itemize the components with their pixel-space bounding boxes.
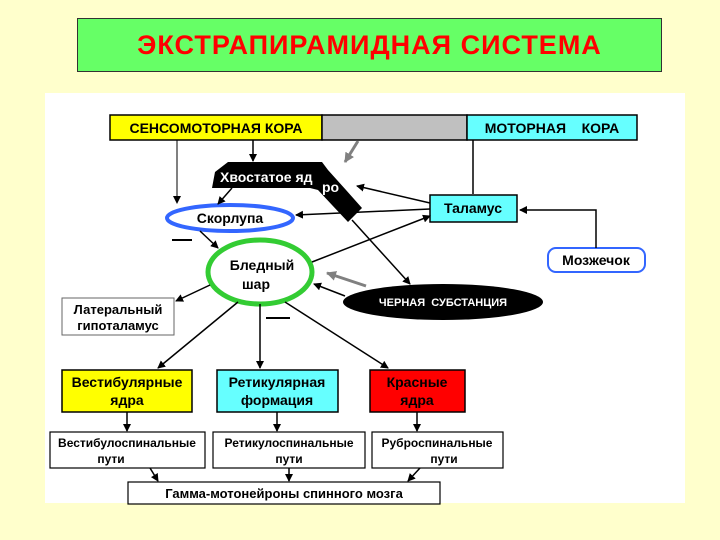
caudate-nucleus-label-b: ро xyxy=(322,179,339,195)
arrow-thalamus-to-caudate xyxy=(356,183,431,204)
red-nuclei-box xyxy=(369,369,466,413)
lateral-hypothalamus-label-1: Латеральный xyxy=(74,302,163,317)
arrow-rubrospinal-to-gamma xyxy=(407,467,421,482)
reticulospinal-tract-label-1: Ретикулоспинальные xyxy=(224,436,353,450)
reticulospinal-tract-box xyxy=(212,431,366,469)
reticular-formation-label-1: Ретикулярная xyxy=(229,374,326,390)
connections xyxy=(123,140,597,482)
gray-arrow-nigra xyxy=(326,271,367,288)
red-nuclei: Красные ядра xyxy=(369,369,466,413)
substantia-nigra-label: ЧЕРНАЯ СУБСТАНЦИЯ xyxy=(379,297,507,309)
caudate-nucleus: Хвостатое яд ро xyxy=(212,162,362,222)
substantia-nigra: ЧЕРНАЯ СУБСТАНЦИЯ xyxy=(343,284,543,320)
arrow-pallidum-to-thalamus xyxy=(311,214,431,263)
cerebellum-label: Мозжечок xyxy=(562,252,631,268)
lateral-hypothalamus-box xyxy=(61,297,175,336)
arrow-vestibulospinal-to-gamma xyxy=(149,467,159,482)
motor-cortex-box xyxy=(466,114,638,141)
rubrospinal-tract: Руброспинальные пути xyxy=(371,431,504,469)
title-banner: ЭКСТРАПИРАМИДНАЯ СИСТЕМА xyxy=(77,18,662,72)
cerebellum: Мозжечок xyxy=(547,247,646,273)
motor-cortex-label: МОТОРНАЯ КОРА xyxy=(485,120,619,136)
globus-pallidus: Бледный шар xyxy=(205,237,315,307)
putamen-ring xyxy=(165,203,295,233)
page-title: ЭКСТРАПИРАМИДНАЯ СИСТЕМА xyxy=(137,29,602,60)
arrow-pallidum-to-vestibular xyxy=(157,301,239,369)
putamen: Скорлупа xyxy=(165,203,295,233)
vestibular-nuclei-box xyxy=(61,369,193,413)
lateral-hypothalamus: Латеральный гипоталамус xyxy=(61,297,175,336)
thalamus-box xyxy=(429,194,518,223)
thalamus: Таламус xyxy=(429,194,518,223)
reticulospinal-tract-label-2: пути xyxy=(275,452,302,466)
gamma-motoneurons-box xyxy=(127,481,441,505)
caudate-nucleus-shape xyxy=(212,162,362,222)
rubrospinal-tract-label-2: пути xyxy=(430,452,457,466)
vestibulospinal-tract-label-2: пути xyxy=(97,452,124,466)
vestibulospinal-tract-label-1: Вестибулоспинальные xyxy=(58,436,196,450)
cortex-bar: СЕНСОМОТОРНАЯ КОРА МОТОРНАЯ КОРА xyxy=(109,114,638,141)
arrow-pallidum-to-red-nuclei xyxy=(284,301,389,369)
substantia-nigra-shape xyxy=(343,284,543,320)
sensorimotor-cortex-label: СЕНСОМОТОРНАЯ КОРА xyxy=(129,120,302,136)
gamma-motoneurons: Гамма-мотонейроны спинного мозга xyxy=(127,481,441,505)
putamen-label: Скорлупа xyxy=(197,210,264,226)
gray-arrow-cortex xyxy=(343,140,360,163)
arrow-pallidum-to-hypothalamus xyxy=(175,284,211,302)
vestibulospinal-tract-box xyxy=(49,431,206,469)
arrow-cerebellum-to-thalamus xyxy=(519,206,597,248)
red-nuclei-label-2: ядра xyxy=(400,392,434,408)
arrow-caudate-to-nigra xyxy=(351,219,411,285)
arrow-nigra-to-pallidum xyxy=(313,282,346,297)
red-nuclei-label-1: Красные xyxy=(387,374,448,390)
vestibular-nuclei-label-2: ядра xyxy=(110,392,144,408)
globus-pallidus-label-1: Бледный xyxy=(230,257,294,273)
globus-pallidus-label-2: шар xyxy=(242,276,270,292)
reticular-formation: Ретикулярная формация xyxy=(216,369,339,413)
rubrospinal-tract-box xyxy=(371,431,504,469)
vestibular-nuclei-label-1: Вестибулярные xyxy=(72,374,183,390)
rubrospinal-tract-label-1: Руброспинальные xyxy=(382,436,493,450)
arrow-thalamus-to-putamen xyxy=(295,208,431,219)
arrow-caudate-to-putamen xyxy=(217,187,233,205)
caudate-nucleus-label-a: Хвостатое яд xyxy=(220,169,313,185)
cortex-gray-bar xyxy=(321,114,468,141)
arrow-putamen-to-pallidum xyxy=(199,230,219,249)
reticulospinal-tract: Ретикулоспинальные пути xyxy=(212,431,366,469)
vestibulospinal-tract: Вестибулоспинальные пути xyxy=(49,431,206,469)
reticular-formation-box xyxy=(216,369,339,413)
gray-arrows xyxy=(326,140,367,288)
vestibular-nuclei: Вестибулярные ядра xyxy=(61,369,193,413)
gamma-motoneurons-label: Гамма-мотонейроны спинного мозга xyxy=(165,486,403,501)
lateral-hypothalamus-label-2: гипоталамус xyxy=(77,318,159,333)
thalamus-label: Таламус xyxy=(444,200,502,216)
reticular-formation-label-2: формация xyxy=(241,392,313,408)
